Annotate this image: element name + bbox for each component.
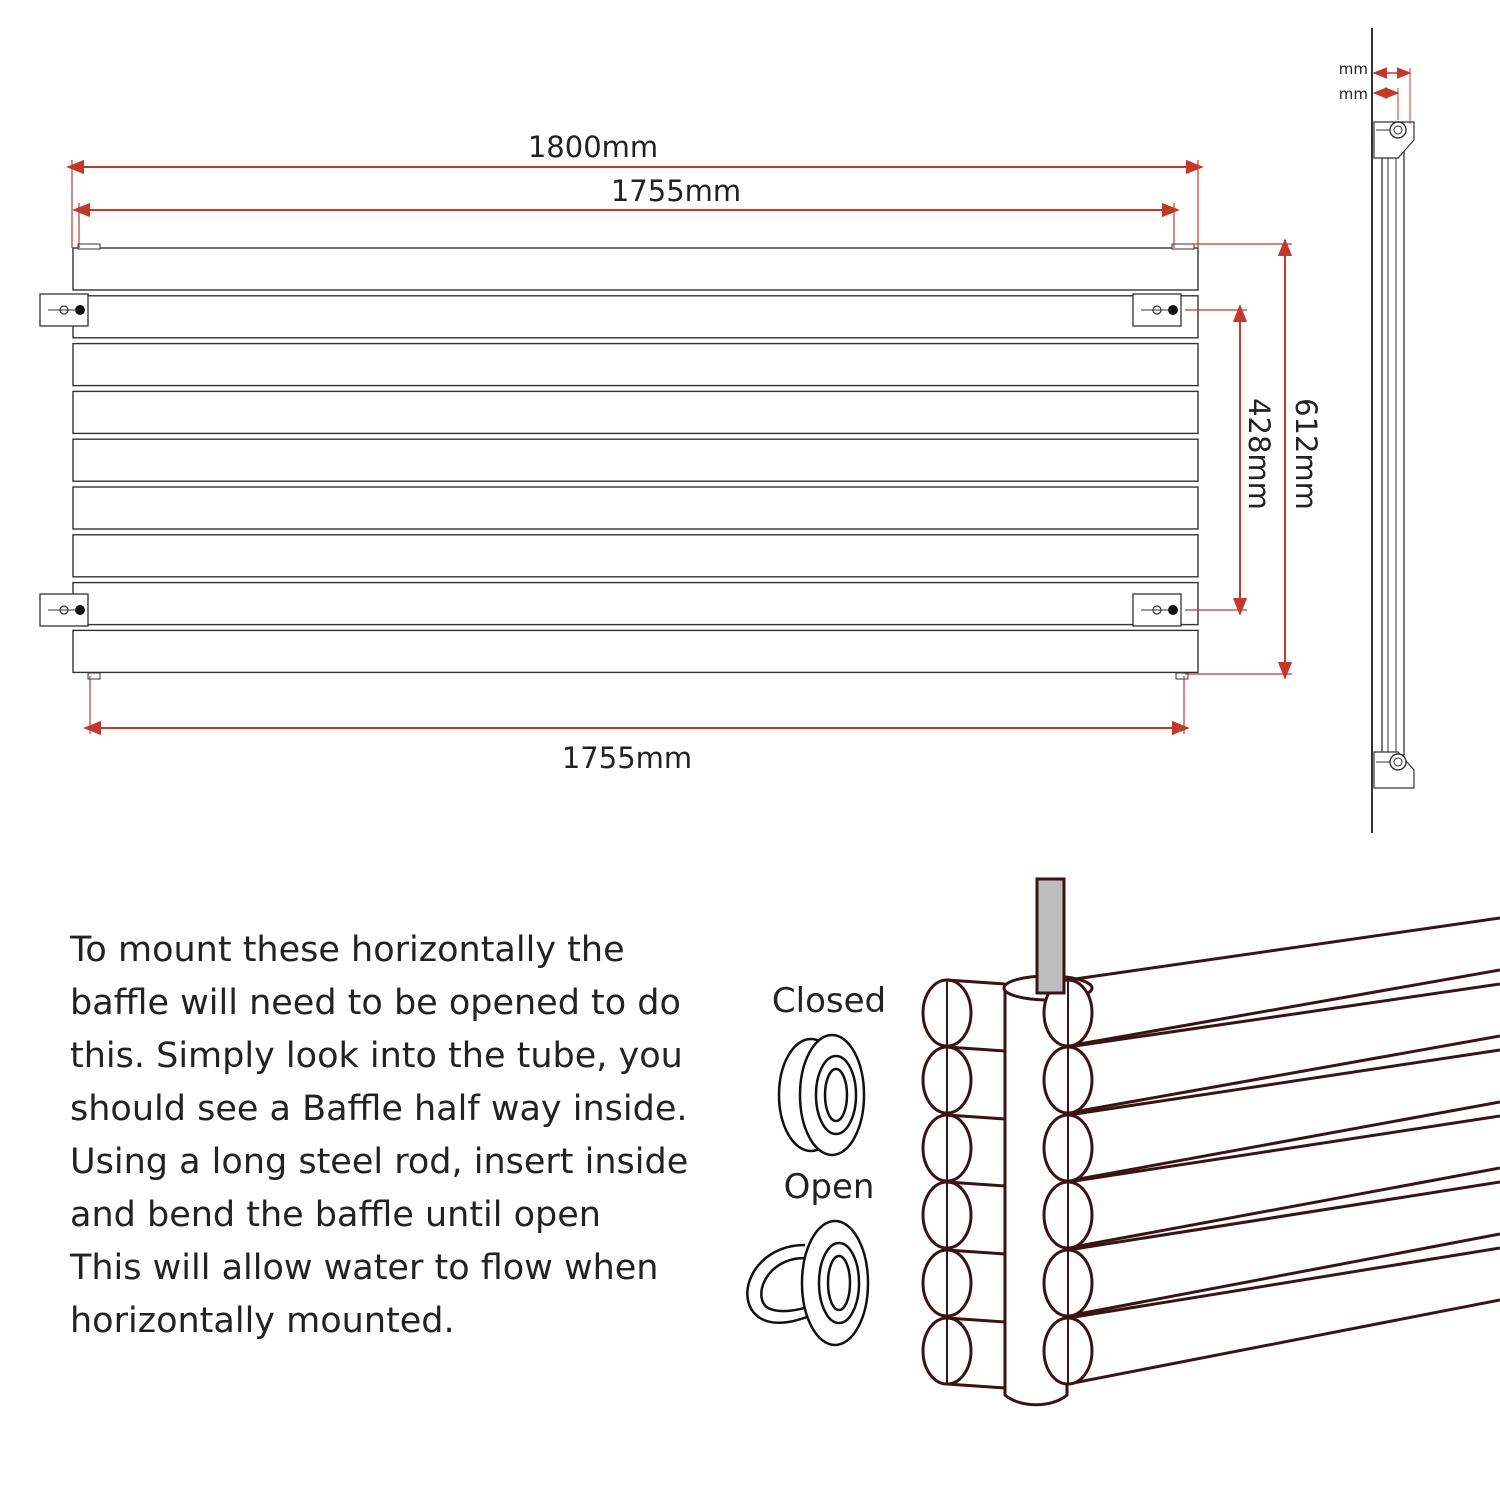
instruction-paragraph: Using a long steel rod, insert inside an… [70, 1142, 689, 1235]
tube-outline [1067, 968, 1500, 1048]
tube-outline [946, 1045, 1006, 1053]
tube-outline [1067, 1232, 1500, 1318]
instruction-paragraph: This will allow water to flow when horiz… [70, 1248, 659, 1341]
tube-outline [1067, 1048, 1500, 1117]
open-label: Open [784, 1167, 875, 1207]
side-bracket [1373, 121, 1415, 159]
mounting-bracket [1132, 293, 1182, 327]
radiator-tube [72, 629, 1199, 674]
radiator-tube [72, 342, 1199, 387]
instruction-paragraph: To mount these horizontally the baffle w… [70, 930, 688, 1129]
tube-outline [1067, 982, 1500, 1049]
open-baffle-illustration [746, 1219, 870, 1347]
tube-outline [946, 1248, 1006, 1256]
tube-outline [1067, 1114, 1500, 1184]
side-bottom-dimension-label: mm [1339, 85, 1368, 103]
mounting-bracket [39, 593, 89, 627]
tube-outline [1067, 1100, 1500, 1183]
radiator-tubes [72, 243, 1199, 680]
mounting-bracket [39, 293, 89, 327]
mounting-bracket [1132, 593, 1182, 627]
tube-outline [1067, 1034, 1500, 1115]
tube-outline [1067, 1166, 1500, 1250]
tube-cap [1171, 243, 1195, 250]
tube-outline [946, 1382, 1006, 1390]
tube-outline [1067, 1180, 1500, 1252]
tube-bundle-lines [921, 916, 1500, 1407]
radiator-tube [72, 390, 1199, 435]
front-elevation [39, 243, 1199, 680]
overall-width-label: 1800mm [528, 130, 658, 164]
header-pipe-outline [1003, 990, 1069, 1407]
tube-outline [1067, 916, 1500, 982]
side-top-dimension-label: mm [1339, 60, 1368, 78]
tube-width-label: 1755mm [611, 174, 741, 208]
radiator-tube [72, 534, 1199, 578]
side-bracket [1373, 751, 1415, 789]
side-tube-profile [1381, 129, 1405, 756]
radiator-tube [72, 581, 1199, 626]
closed-baffle-illustration [777, 1033, 866, 1157]
tube-cap [87, 672, 101, 680]
radiator-tube [72, 295, 1199, 339]
closed-label: Closed [772, 981, 886, 1021]
tube-outline [946, 1316, 1006, 1324]
tube-cap [77, 243, 101, 250]
steel-rod [1035, 877, 1066, 995]
tube-outline [946, 1113, 1006, 1121]
tube-outline [1067, 1298, 1500, 1386]
mounting-instructions: To mount these horizontally the baffle w… [70, 924, 730, 1348]
radiator-tube [72, 247, 1199, 291]
tube-bundle-illustration [921, 877, 1500, 1407]
radiator-tube [72, 438, 1199, 482]
bracket-span-label: 1755mm [562, 741, 692, 775]
tube-outline [1067, 1246, 1500, 1320]
overall-height-label: 612mm [1289, 398, 1323, 510]
dimension-lines [66, 159, 1293, 736]
tube-outline [946, 978, 1006, 986]
side-elevation: mm mm [1339, 28, 1415, 833]
bracket-height-label: 428mm [1242, 398, 1276, 510]
radiator-tube [72, 486, 1199, 530]
tube-cap [1175, 672, 1189, 680]
tube-outline [946, 1180, 1006, 1188]
